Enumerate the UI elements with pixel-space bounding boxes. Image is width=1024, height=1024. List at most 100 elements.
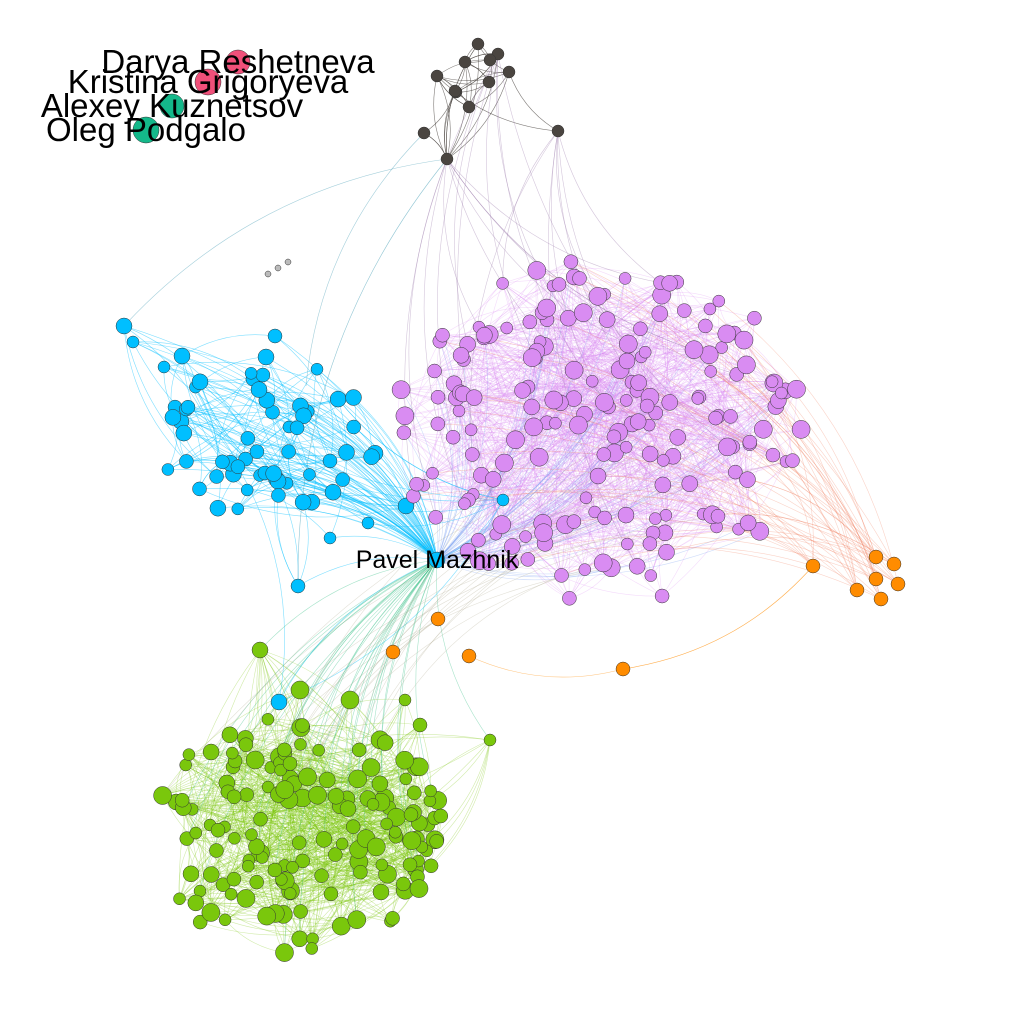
node-violet[interactable] [465,447,480,462]
node-violet[interactable] [654,476,672,494]
node-violet[interactable] [712,294,726,308]
node-violet[interactable] [427,363,442,379]
node-lightgreen[interactable] [371,775,389,793]
node-skyblue[interactable] [270,693,288,711]
node-lightgreen[interactable] [253,811,268,827]
node-violet[interactable] [566,514,582,529]
node-lightgreen[interactable] [353,864,368,880]
node-violet[interactable] [560,309,577,327]
node-violet[interactable] [564,360,584,380]
node-violet[interactable] [578,563,592,576]
node-lightgreen[interactable] [402,831,422,850]
node-violet[interactable] [657,454,670,467]
node-violet[interactable] [572,271,587,286]
node-skyblue[interactable] [303,468,316,481]
node-lightgreen[interactable] [380,817,393,831]
node-skyblue[interactable] [215,454,230,470]
node-violet[interactable] [629,413,647,430]
node-lightgreen[interactable] [323,886,339,902]
node-violet[interactable] [492,515,512,534]
node-violet[interactable] [639,398,655,414]
node-violet[interactable] [621,537,634,551]
node-lightgreen[interactable] [201,903,221,922]
node-lightgreen[interactable] [174,792,190,808]
node-violet[interactable] [406,488,421,504]
node-violet[interactable] [464,423,478,437]
node-orange[interactable] [615,661,631,677]
node-lightgreen[interactable] [221,726,239,744]
node-lightgreen[interactable] [308,785,327,805]
node-violet[interactable] [787,379,806,399]
node-violet[interactable] [739,514,757,532]
node-orange[interactable] [849,582,865,598]
node-violet[interactable] [641,445,659,463]
node-violet[interactable] [593,553,613,573]
node-violet[interactable] [459,542,477,560]
node-violet[interactable] [470,551,489,570]
node-skyblue[interactable] [338,444,355,461]
node-lightgreen[interactable] [209,843,224,858]
node-skyblue[interactable] [257,348,275,366]
node-skyblue[interactable] [281,444,296,459]
node-violet[interactable] [554,568,569,583]
node-lightgreen[interactable] [345,819,361,834]
node-lightgreen[interactable] [236,889,256,908]
node-violet[interactable] [644,569,658,582]
node-violet[interactable] [618,352,636,370]
node-lightgreen[interactable] [182,865,200,883]
node-lightgreen[interactable] [294,738,307,751]
node-lightgreen[interactable] [340,690,360,710]
node-skyblue[interactable] [295,407,312,425]
node-darkgray[interactable] [471,37,485,51]
node-darkgray[interactable] [417,126,431,140]
node-violet[interactable] [698,318,713,334]
node-skyblue[interactable] [175,424,193,442]
node-violet[interactable] [589,467,607,485]
node-lightgreen[interactable] [375,858,389,872]
node-lightgreen[interactable] [179,758,192,772]
node-violet[interactable] [409,476,424,492]
node-lightgreen[interactable] [286,861,299,874]
node-violet[interactable] [476,326,493,344]
node-violet[interactable] [659,509,673,522]
node-lightgreen[interactable] [331,916,351,936]
node-violet[interactable] [514,382,531,399]
node-lightgreen[interactable] [314,868,329,883]
node-lightgreen[interactable] [248,838,265,855]
node-darkgray[interactable] [551,124,565,138]
node-lightgreen[interactable] [192,914,208,930]
node-violet[interactable] [529,447,549,467]
node-lightgreen[interactable] [245,828,258,841]
node-orange[interactable] [385,644,401,660]
node-orange[interactable] [886,556,902,572]
node-violet[interactable] [430,389,446,405]
node-lightgreen[interactable] [424,784,437,798]
node-lightgreen[interactable] [226,746,239,760]
node-violet[interactable] [638,345,652,359]
node-skyblue[interactable] [115,317,133,335]
node-violet[interactable] [585,374,599,388]
node-violet[interactable] [606,429,622,445]
node-violet[interactable] [596,447,612,462]
node-violet[interactable] [522,348,542,367]
node-lightgreen[interactable] [241,859,255,873]
node-violet[interactable] [765,447,781,463]
node-skyblue[interactable] [209,499,227,517]
node-darkgray[interactable] [462,100,476,114]
node-violet[interactable] [630,374,647,391]
node-lightgreen[interactable] [385,911,400,926]
node-violet[interactable] [742,434,758,450]
node-lightgreen[interactable] [372,883,390,901]
node-violet[interactable] [754,420,773,439]
node-skyblue[interactable] [294,493,312,511]
node-skyblue[interactable] [267,328,283,344]
node-skyblue[interactable] [240,483,254,497]
node-skyblue[interactable] [250,381,268,398]
node-skyblue[interactable] [255,367,271,383]
node-violet[interactable] [562,591,577,606]
node-violet[interactable] [465,389,483,406]
node-lightgreen[interactable] [153,786,172,805]
node-kristina-grigoryeva[interactable] [194,68,222,96]
node-violet[interactable] [717,324,737,344]
node-lightgreen[interactable] [319,771,336,789]
